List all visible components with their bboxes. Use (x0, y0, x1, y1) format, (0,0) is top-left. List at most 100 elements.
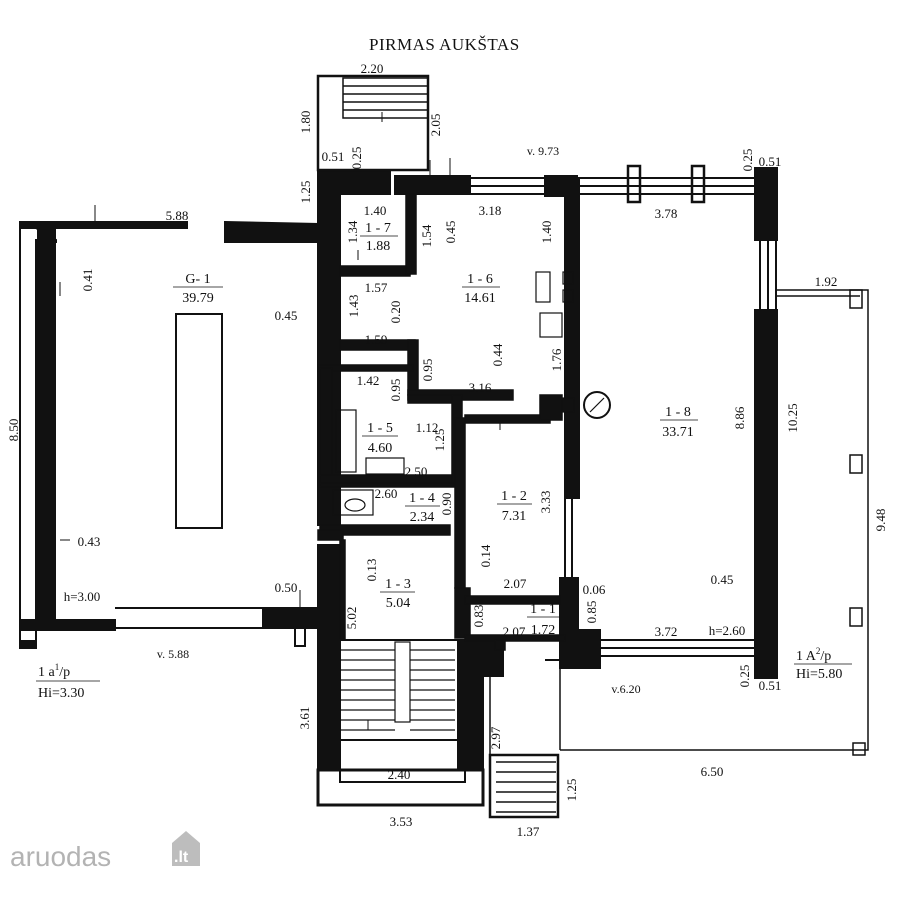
entry-stair (488, 753, 560, 819)
designation-a2: 1 A2/p Hi=5.80 (794, 646, 852, 682)
room-1-7: 1 - 7 1.88 (360, 221, 398, 254)
watermark: aruodas .lt (10, 831, 200, 872)
dim-label: 2.50 (405, 464, 428, 479)
designation-main: 1 A2/p (796, 646, 831, 664)
terrace-outline (489, 289, 869, 756)
dim-label: 1.40 (539, 221, 554, 244)
room-area: 2.34 (410, 510, 435, 525)
dim-label: h=2.60 (709, 623, 746, 638)
dim-label: 1.34 (345, 220, 360, 243)
room-area: 1.88 (366, 239, 391, 254)
dim-label: h=3.00 (64, 589, 101, 604)
room-1-1: 1 - 1 1.72 (527, 602, 560, 638)
room-1-6: 1 - 6 14.61 (462, 272, 500, 306)
dimension-labels: 2.20 1.80 2.05 0.51 0.25 1.25 1.40 1.34 … (6, 61, 888, 839)
dim-label: 0.25 (740, 149, 755, 172)
dim-label: 0.25 (349, 147, 364, 170)
dim-label: 1.92 (815, 274, 838, 289)
room-id: 1 - 3 (385, 577, 411, 592)
watermark-tld: .lt (174, 849, 189, 866)
room-area: 7.31 (502, 509, 527, 524)
dim-label: 1.76 (549, 348, 564, 371)
dim-label: 8.50 (6, 419, 21, 442)
designation-hi: Hi=3.30 (38, 686, 84, 701)
level-bottom: v.6.20 (611, 682, 640, 696)
dim-label: 1.43 (346, 295, 361, 318)
garage-column (175, 313, 223, 529)
watermark-house-icon (172, 831, 200, 866)
dim-label: 6.50 (701, 764, 724, 779)
dim-label: 3.72 (655, 624, 678, 639)
dim-label: 0.25 (737, 665, 752, 688)
dim-label: 1.25 (298, 181, 313, 204)
dim-label: 1.25 (432, 429, 447, 452)
dim-label: 0.90 (439, 493, 454, 516)
dim-label: 2.60 (375, 486, 398, 501)
dim-label: 1.59 (365, 332, 388, 347)
room-1-2: 1 - 2 7.31 (497, 489, 532, 524)
room-id: 1 - 8 (665, 405, 691, 420)
room-g1: G- 1 39.79 (173, 272, 223, 306)
dim-label: 3.78 (655, 206, 678, 221)
room-id: 1 - 7 (365, 221, 391, 236)
dim-label: 5.02 (344, 607, 359, 630)
room-1-5: 1 - 5 4.60 (362, 421, 398, 456)
room-area: 1.72 (531, 623, 556, 638)
room-area: 39.79 (182, 291, 214, 306)
room-id: 1 - 5 (367, 421, 393, 436)
plan-title: PIRMAS AUKŠTAS (369, 35, 520, 54)
dim-label: 3.61 (297, 707, 312, 730)
dim-label: 0.45 (443, 221, 458, 244)
room-area: 5.04 (386, 596, 411, 611)
dim-label: 0.06 (583, 582, 606, 597)
dim-label: 1.57 (365, 280, 388, 295)
dim-label: 2.07 (504, 576, 527, 591)
watermark-brand: aruodas (10, 841, 111, 872)
room-id: 1 - 4 (409, 491, 435, 506)
walls (19, 74, 869, 819)
lower-stair (339, 639, 459, 741)
dim-label: 0.41 (80, 269, 95, 292)
dim-label: 0.14 (478, 544, 493, 567)
dim-label: 8.86 (732, 406, 747, 429)
dim-label: 1.25 (564, 779, 579, 802)
dim-label: 2.20 (361, 61, 384, 76)
dim-label: 0.45 (275, 308, 298, 323)
dim-label: 1.42 (357, 373, 380, 388)
dim-label: 0.45 (711, 572, 734, 587)
dim-label: 3.16 (469, 380, 492, 395)
dim-label: 5.88 (166, 208, 189, 223)
dim-label: 2.40 (388, 767, 411, 782)
room-area: 14.61 (464, 291, 496, 306)
dim-label: 0.20 (388, 301, 403, 324)
designation-a1: 1 a1/p Hi=3.30 (36, 662, 100, 701)
room-1-3: 1 - 3 5.04 (380, 577, 415, 611)
area-designations: 1 a1/p Hi=3.30 1 A2/p Hi=5.80 (36, 646, 852, 701)
room-id: 1 - 1 (530, 602, 556, 617)
room-area: 4.60 (368, 441, 393, 456)
room-area: 33.71 (662, 425, 694, 440)
dim-label: 2.05 (428, 114, 443, 137)
dim-label: 10.25 (785, 403, 800, 432)
dim-label: 1.37 (517, 824, 540, 839)
room-1-4: 1 - 4 2.34 (405, 491, 440, 525)
room-id: 1 - 6 (467, 272, 493, 287)
level-left: v. 5.88 (157, 647, 189, 661)
interior-walls (317, 193, 566, 651)
dim-label: 0.44 (490, 343, 505, 366)
dim-label: 0.95 (388, 379, 403, 402)
dim-label: 0.85 (584, 601, 599, 624)
dim-label: 3.53 (390, 814, 413, 829)
top-stair (316, 74, 430, 172)
designation-hi: Hi=5.80 (796, 667, 842, 682)
level-top: v. 9.73 (527, 144, 559, 158)
level-marks: v. 9.73 v. 5.88 v.6.20 (157, 144, 641, 696)
dim-label: 1.54 (419, 224, 434, 247)
dim-label: 1.40 (364, 203, 387, 218)
bath-fixtures (332, 271, 611, 516)
dim-label: 3.33 (538, 491, 553, 514)
dim-label: 0.50 (275, 580, 298, 595)
dim-label: 0.95 (420, 359, 435, 382)
dim-label: 3.18 (479, 203, 502, 218)
